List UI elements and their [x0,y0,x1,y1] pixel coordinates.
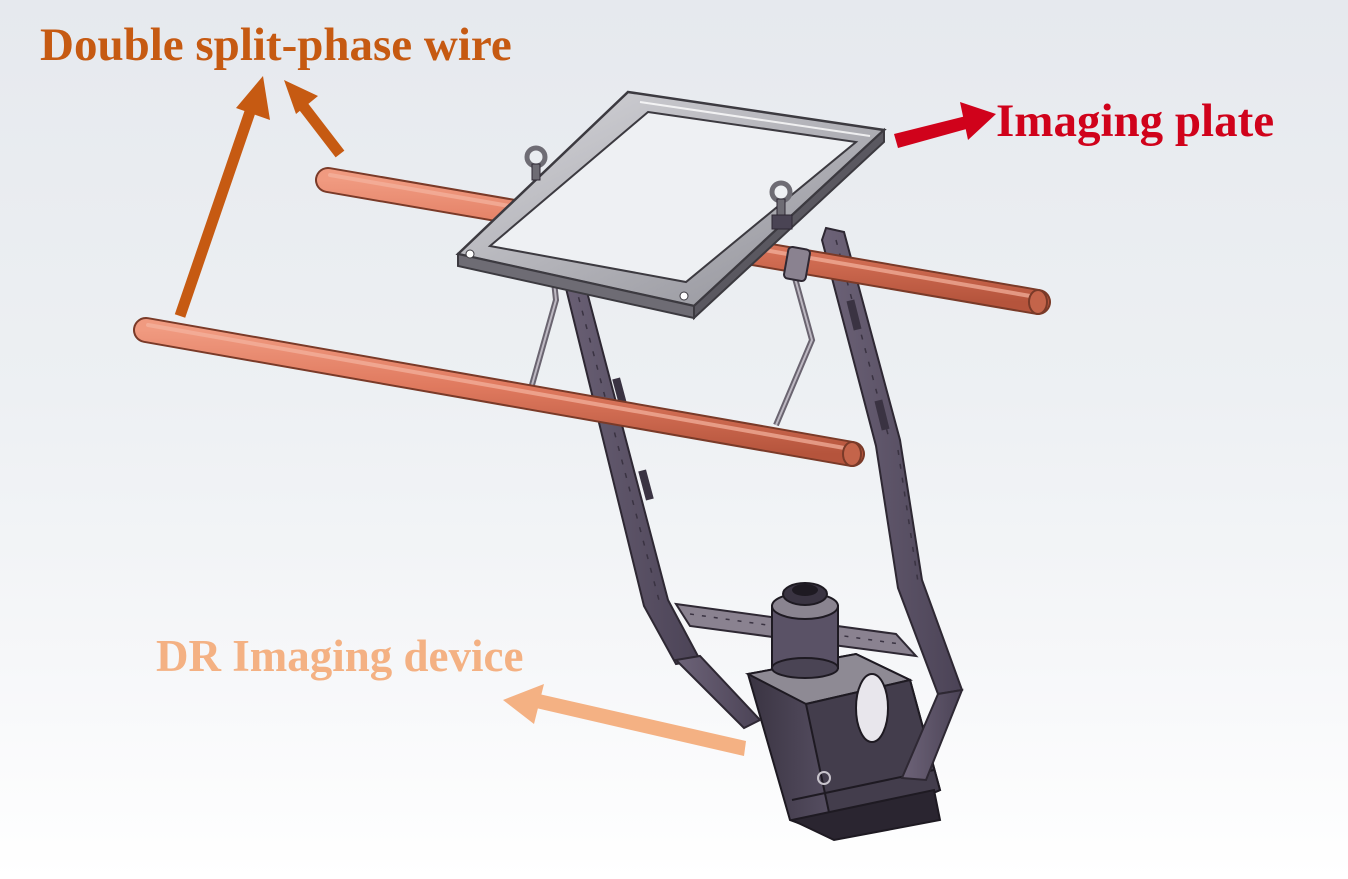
eye-bolt-icon [524,145,793,230]
front-conductor-wire [133,317,865,467]
imaging-plate-label: Imaging plate [996,95,1275,147]
dr-imaging-device-label: DR Imaging device [156,631,524,681]
dr-imaging-device [744,652,942,842]
arrow-icon [174,76,996,756]
lower-arm-joints [673,654,964,782]
imaging-plate-frame [455,90,887,321]
double-split-phase-wire-label: Double split-phase wire [40,19,512,71]
camera-icon [771,582,839,679]
